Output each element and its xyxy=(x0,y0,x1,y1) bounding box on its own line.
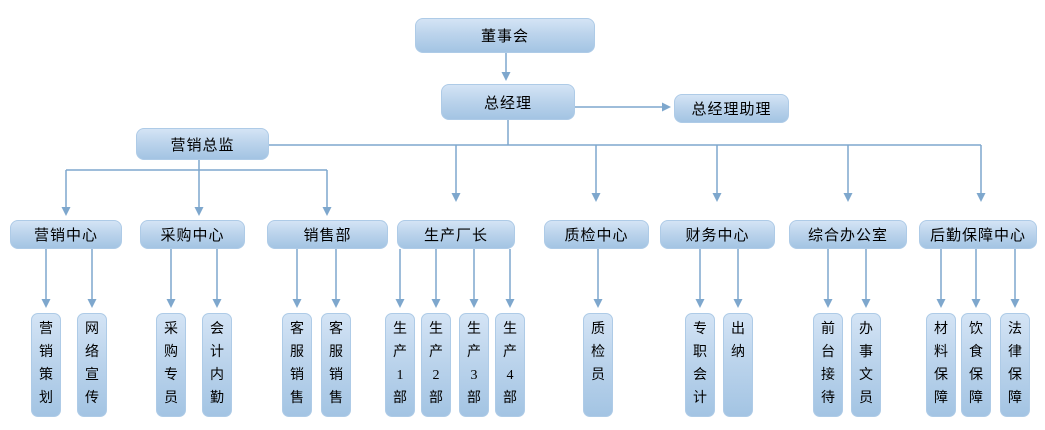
node-staff-legal-support: 法 律 保 障 xyxy=(1000,313,1030,417)
node-dept-purchasing-center: 采购中心 xyxy=(140,220,245,249)
node-dept-marketing-center: 营销中心 xyxy=(10,220,122,249)
node-staff-receptionist: 前 台 接 待 xyxy=(813,313,843,417)
node-staff-accounting-clerk: 会 计 内 勤 xyxy=(202,313,232,417)
node-staff-service-sales-1: 客 服 销 售 xyxy=(282,313,312,417)
node-staff-quality-inspector: 质 检 员 xyxy=(583,313,613,417)
node-dept-logistics-center: 后勤保障中心 xyxy=(919,220,1037,249)
node-staff-purchasing-specialist: 采 购 专 员 xyxy=(156,313,186,417)
node-staff-marketing-planning: 营 销 策 划 xyxy=(31,313,61,417)
node-staff-production-unit-1: 生 产 1 部 xyxy=(385,313,415,417)
node-staff-web-promotion: 网 络 宣 传 xyxy=(77,313,107,417)
node-dept-quality-center: 质检中心 xyxy=(544,220,649,249)
node-dept-finance-center: 财务中心 xyxy=(660,220,775,249)
node-dept-production-director: 生产厂长 xyxy=(397,220,515,249)
node-general-manager: 总经理 xyxy=(441,84,575,120)
node-staff-cashier: 出 纳 xyxy=(723,313,753,417)
node-gm-assistant: 总经理助理 xyxy=(674,94,789,123)
node-staff-office-clerk: 办 事 文 员 xyxy=(851,313,881,417)
node-staff-production-unit-2: 生 产 2 部 xyxy=(421,313,451,417)
node-board: 董事会 xyxy=(415,18,595,53)
node-dept-sales: 销售部 xyxy=(267,220,388,249)
node-dept-general-office: 综合办公室 xyxy=(789,220,907,249)
node-staff-accountant: 专 职 会 计 xyxy=(685,313,715,417)
node-staff-material-support: 材 料 保 障 xyxy=(926,313,956,417)
node-staff-production-unit-3: 生 产 3 部 xyxy=(459,313,489,417)
node-staff-service-sales-2: 客 服 销 售 xyxy=(321,313,351,417)
node-marketing-director: 营销总监 xyxy=(136,128,269,160)
node-staff-catering-support: 饮 食 保 障 xyxy=(961,313,991,417)
node-staff-production-unit-4: 生 产 4 部 xyxy=(495,313,525,417)
